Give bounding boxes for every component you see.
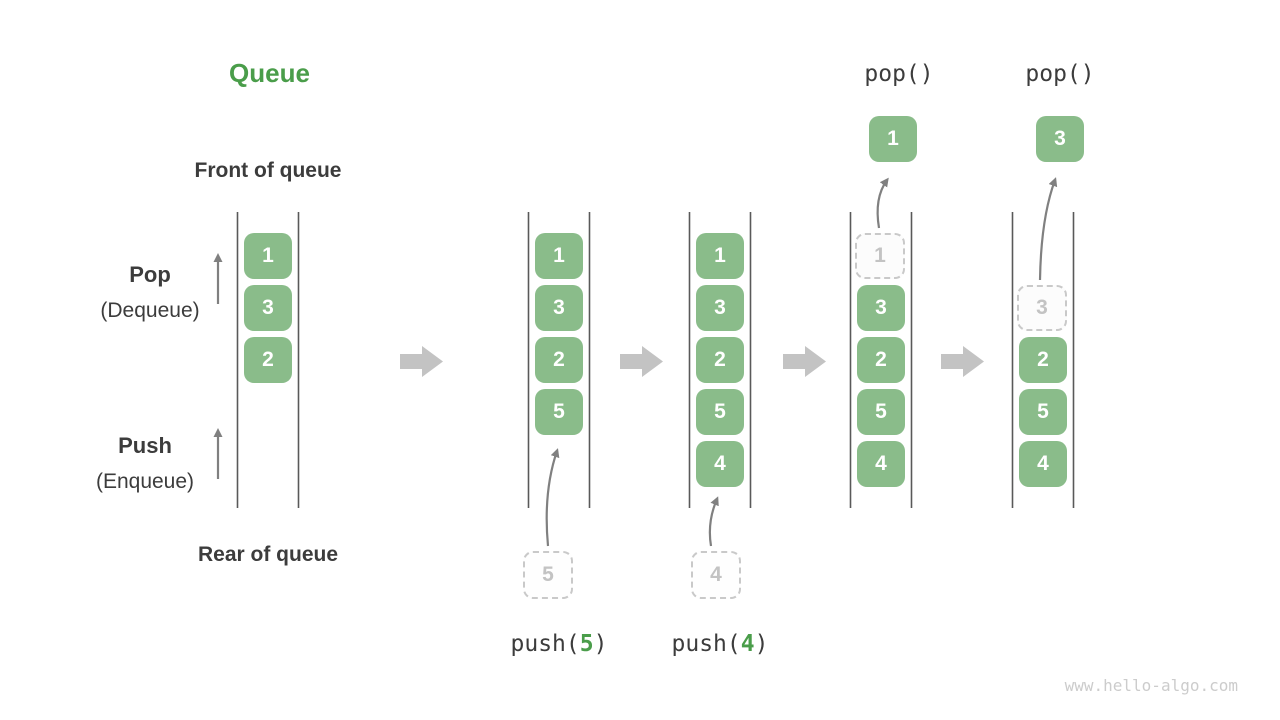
queue-element: 5 [696,389,744,435]
queue-element: 2 [535,337,583,383]
queue-state-1: 1 3 2 [238,212,299,508]
queue-state-4: 1 3 2 5 4 [851,212,912,508]
enqueue-label: (Enqueue) [95,470,195,493]
diagram-title: Queue [229,58,310,88]
queue-element-removed: 1 [855,233,905,279]
queue-element: 3 [535,285,583,331]
pop-label: Pop [129,262,171,287]
front-of-queue-label: Front of queue [194,159,342,182]
queue-element-removed: 3 [1017,285,1067,331]
queue-element: 2 [857,337,905,383]
queue-state-5: 3 2 5 4 [1013,212,1074,508]
queue-element: 3 [244,285,292,331]
pop2-call-label: pop() [1025,61,1095,87]
rear-of-queue-label: Rear of queue [197,543,339,566]
popped-element-3: 3 [1036,116,1084,162]
queue-state-2: 1 3 2 5 [529,212,590,508]
queue-element: 4 [857,441,905,487]
queue-element: 1 [244,233,292,279]
queue-element: 1 [535,233,583,279]
push4-suffix: ) [754,631,769,657]
queue-element: 4 [696,441,744,487]
staged-element-5: 5 [523,551,573,599]
push4-arg: 4 [740,631,755,657]
push5-suffix: ) [593,631,608,657]
push5-prefix: push( [510,631,580,657]
dequeue-label: (Dequeue) [100,299,200,322]
queue-column-rails [236,212,1075,508]
popped-element-1: 1 [869,116,917,162]
push5-call-label: push(5) [511,631,608,657]
transition-arrow-1 [400,346,443,377]
push-label: Push [118,433,172,458]
queue-element: 2 [696,337,744,383]
queue-element: 2 [244,337,292,383]
queue-element: 5 [857,389,905,435]
transition-arrow-3 [783,346,826,377]
queue-element: 3 [857,285,905,331]
push4-prefix: push( [671,631,741,657]
queue-element: 1 [696,233,744,279]
staged-element-4: 4 [691,551,741,599]
site-watermark: www.hello-algo.com [1064,676,1238,695]
queue-state-3: 1 3 2 5 4 [690,212,751,508]
queue-element: 3 [696,285,744,331]
queue-element: 5 [535,389,583,435]
push5-arg: 5 [579,631,594,657]
queue-element: 4 [1019,441,1067,487]
queue-element: 2 [1019,337,1067,383]
push4-call-label: push(4) [672,631,769,657]
pop1-call-label: pop() [864,61,934,87]
transition-arrow-4 [941,346,984,377]
queue-element: 5 [1019,389,1067,435]
transition-arrow-2 [620,346,663,377]
